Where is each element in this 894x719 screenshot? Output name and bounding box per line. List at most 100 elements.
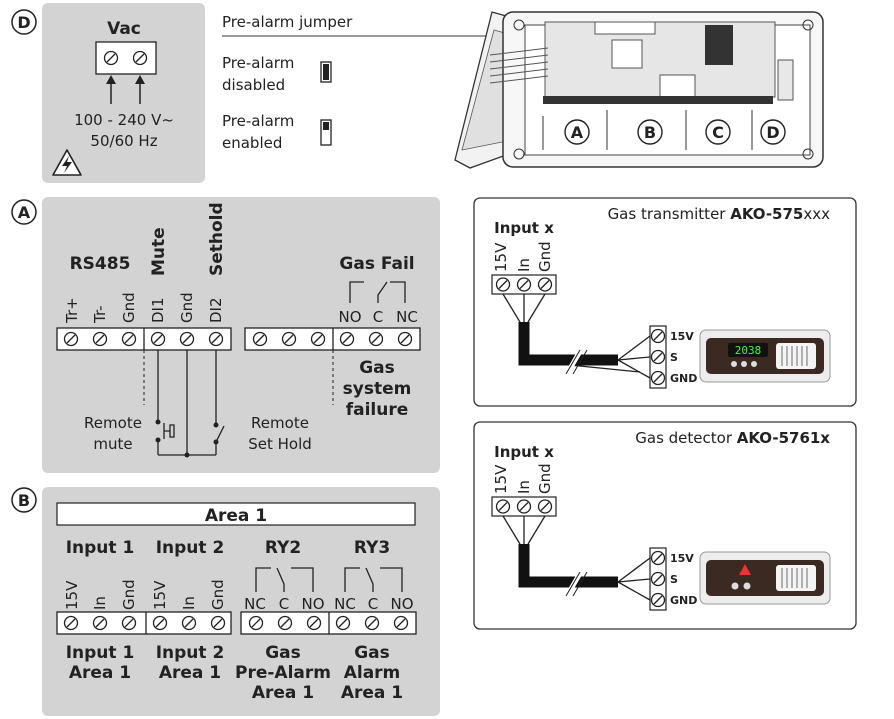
detector-dev-15v: 15V [670,552,694,565]
remote-mute-line2: mute [93,435,132,453]
group-3-title: RY2 [265,538,301,558]
area-banner [56,502,416,526]
vac-screw-1 [103,50,119,66]
detector-dev-s: S [670,573,678,586]
transmitter-title: Gas transmitter AKO-575xxx [608,205,831,223]
detector-term-15v: 15V [492,464,510,494]
area-title: Area 1 [205,506,267,526]
vac-title: Vac [107,19,141,39]
prealarm-enabled-line2: enabled [222,134,282,152]
group-2-title: Input 2 [156,538,225,558]
group-4-footer-1: Gas [354,643,390,663]
remote-sethold-line1: Remote [251,414,309,432]
section-b-badge [11,487,37,513]
b-g1-in: In [91,596,109,610]
vac-screw-2 [132,50,148,66]
term-a-gnd1: Gnd [120,292,138,323]
device-label-a-badge [564,119,590,145]
terminal-block-b-left [56,611,232,635]
gas-fail-relay-symbol [349,281,406,303]
section-b-panel [42,487,440,716]
device-label-b: B [644,123,656,142]
term-a-trplus: Tr+ [63,297,81,324]
mute-label: Mute [149,227,169,276]
transmitter-cable [502,293,651,379]
detector-title: Gas detector AKO-5761x [635,429,830,447]
b-g1-15v: 15V [63,580,81,610]
b-g1-gnd: Gnd [120,579,138,610]
term-a-di2: DI2 [207,297,225,323]
term-a-nc: NC [396,308,418,326]
section-b: B Area 1 Input 1 Input 2 RY2 RY3 15V In … [11,487,440,716]
transmitter-input-label: Input x [494,219,554,237]
gas-system-failure-line2: system [343,379,412,399]
term-a-no: NO [338,308,361,326]
detector-dev-gnd: GND [670,594,697,607]
gas-system-failure-line1: Gas [359,358,395,378]
group-1-title: Input 1 [66,538,135,558]
remote-mute-line1: Remote [84,414,142,432]
device-label-d: D [766,123,779,142]
transmitter-term-in: In [515,258,533,272]
section-a-badge [11,199,37,225]
transmitter-display: 2038 [735,344,762,357]
group-2-footer-1: Input 2 [156,643,225,663]
prealarm-disabled-line2: disabled [222,76,285,94]
transmitter-dev-15v: 15V [670,330,694,343]
group-3-footer-2: Pre-Alarm [235,663,331,683]
detector-panel: Gas detector AKO-5761x Input x 15V In Gn… [473,421,857,630]
transmitter-dev-s: S [670,351,678,364]
b-g2-15v: 15V [151,580,169,610]
vac-voltage: 100 - 240 V~ [74,111,174,129]
group-4-footer-2: Alarm [344,663,401,683]
transmitter-term-15v: 15V [492,242,510,272]
gas-fail-label: Gas Fail [339,254,414,274]
section-b-letter: B [18,491,30,510]
section-a-letter: A [18,203,31,222]
jumper-enabled-icon [320,119,332,146]
group-2-footer-2: Area 1 [159,663,221,683]
device-label-c-badge [705,119,731,145]
detector-term-gnd: Gnd [536,463,554,494]
vac-frequency: 50/60 Hz [90,132,157,150]
detector-device-image [699,551,831,605]
controller-enclosure [454,11,824,169]
term-a-trminus: Tr- [91,305,109,324]
group-4-title: RY3 [354,538,390,558]
b-g3-no: NO [301,595,324,613]
section-a: A RS485 Mute Sethold Gas Fail Tr+ Tr- Gn… [11,197,440,473]
b-g2-in: In [180,596,198,610]
term-a-di1: DI1 [149,297,167,323]
rs485-label: RS485 [70,254,131,274]
section-d-badge [11,9,37,35]
b-g4-nc: NC [334,595,356,613]
remote-contact-wiring [155,350,225,458]
device-label-b-badge [637,119,663,145]
sethold-label: Sethold [207,202,227,276]
device-label-d-badge [760,119,786,145]
group-1-footer-1: Input 1 [66,643,135,663]
group-1-footer-2: Area 1 [69,663,131,683]
ry2-relay-symbol [255,567,314,592]
vac-arrows [106,75,145,104]
transmitter-term-gnd: Gnd [536,241,554,272]
transmitter-panel: Gas transmitter AKO-575xxx Input x 15V I… [473,197,857,407]
section-a-panel [42,197,440,473]
detector-term-in: In [515,480,533,494]
section-d-letter: D [17,13,30,32]
group-3-footer-1: Gas [265,643,301,663]
ry3-relay-symbol [344,567,403,592]
b-g2-gnd: Gnd [209,579,227,610]
transmitter-dev-gnd: GND [670,372,697,385]
prealarm-enabled-line1: Pre-alarm [222,112,294,130]
section-d: D Vac 100 - 240 V~ 50/60 Hz Pre-alarm ju… [11,3,824,183]
jumper-disabled-icon [320,61,332,83]
device-label-c: C [712,123,724,142]
vac-panel [42,3,205,183]
prealarm-jumper-label: Pre-alarm jumper [222,13,353,31]
term-a-gnd2: Gnd [178,292,196,323]
high-voltage-warning-icon [52,149,82,176]
transmitter-device-image: 2038 [699,329,831,383]
group-3-footer-3: Area 1 [252,683,314,703]
